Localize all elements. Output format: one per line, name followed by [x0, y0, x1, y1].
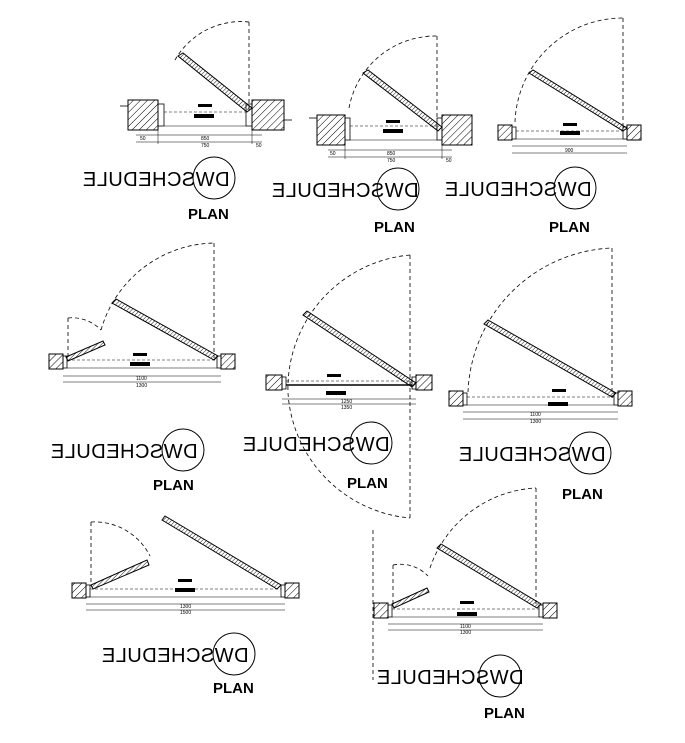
plan-label: PLAN	[374, 219, 415, 236]
wall-left	[265, 374, 283, 391]
watermark-text: DWSCHEDULE	[444, 179, 591, 201]
svg-text:1300: 1300	[180, 604, 191, 610]
wall-right	[284, 582, 300, 599]
watermark-circle	[349, 421, 393, 465]
door-tag	[563, 123, 577, 126]
plan-label: PLAN	[484, 705, 525, 722]
door-plan-5: 1250 1350 DWSCHEDULE PLAN	[242, 254, 433, 519]
watermark-circle	[478, 654, 522, 698]
svg-text:1100: 1100	[136, 376, 147, 382]
wall-left	[71, 582, 87, 599]
watermark-text: DWSCHEDULE	[242, 434, 389, 456]
watermark-circle	[161, 428, 205, 472]
watermark-circle	[212, 632, 256, 676]
door-tag	[327, 374, 341, 377]
svg-text:850: 850	[387, 151, 396, 157]
plan-label: PLAN	[347, 475, 388, 492]
svg-text:1100: 1100	[530, 412, 541, 418]
door-tag	[198, 104, 212, 107]
svg-text:1350: 1350	[341, 405, 352, 411]
svg-text:1300: 1300	[530, 419, 541, 425]
svg-text:850: 850	[201, 136, 210, 142]
wall-right	[251, 99, 285, 131]
wall-left	[373, 602, 389, 619]
wall-left	[448, 390, 464, 407]
door-leaf-small	[391, 587, 430, 609]
plan-label: PLAN	[549, 219, 590, 236]
watermark-text: DWSCHEDULE	[50, 441, 197, 463]
door-tag	[460, 601, 474, 604]
door-leaf-small	[90, 559, 150, 590]
svg-text:900: 900	[565, 148, 574, 154]
wall-left	[48, 353, 64, 370]
watermark-text: DWSCHEDULE	[82, 169, 229, 191]
wall-right	[220, 353, 236, 370]
swing-arc	[467, 247, 613, 393]
door-plan-8: 1100 1300 DWSCHEDULE PLAN	[372, 487, 558, 722]
plan-label: PLAN	[562, 486, 603, 503]
svg-text:1500: 1500	[180, 610, 191, 616]
svg-text:1300: 1300	[460, 630, 471, 636]
svg-text:1300: 1300	[136, 383, 147, 389]
swing-arc-curve	[287, 254, 411, 519]
door-leaf	[177, 52, 253, 113]
svg-text:50: 50	[446, 158, 452, 164]
watermark-text: DWSCHEDULE	[271, 180, 418, 202]
svg-text:50: 50	[140, 136, 146, 142]
watermark-circle	[192, 156, 236, 200]
door-leaf	[302, 310, 417, 388]
door-leaf-large	[436, 543, 542, 609]
door-leaf-small	[65, 340, 106, 362]
wall-right	[626, 124, 642, 141]
door-leaf	[483, 319, 617, 398]
swing-arc-large	[429, 487, 537, 569]
watermark-text: DWSCHEDULE	[376, 667, 523, 689]
swing-arc-large	[100, 242, 215, 331]
watermark-text: DWSCHEDULE	[101, 645, 248, 667]
swing-arc-small	[392, 563, 429, 577]
door-plan-1: 50 850 750 50 DWSCHEDULE PLAN	[82, 21, 292, 223]
door-leaf-large	[161, 515, 282, 590]
door-plan-6: 1100 1300 DWSCHEDULE PLAN	[448, 247, 633, 503]
svg-text:50: 50	[330, 151, 336, 157]
swing-arc-small	[67, 317, 102, 331]
wall-left	[316, 114, 346, 146]
wall-left	[127, 99, 159, 131]
svg-text:1250: 1250	[341, 399, 352, 405]
svg-text:750: 750	[387, 158, 396, 164]
door-tag	[178, 579, 192, 582]
wall-right	[415, 374, 433, 391]
door-plan-3: 900 DWSCHEDULE PLAN	[444, 17, 642, 236]
door-plan-4: 1100 1300 DWSCHEDULE PLAN	[48, 242, 236, 494]
door-leaf	[362, 69, 443, 132]
watermark-circle	[553, 166, 597, 210]
door-plan-7: 1300 1500 DWSCHEDULE PLAN	[71, 515, 300, 697]
swing-arc	[514, 17, 624, 123]
plan-label: PLAN	[213, 680, 254, 697]
svg-text:1100: 1100	[460, 624, 471, 630]
watermark-circle	[376, 167, 420, 211]
swing-arc	[174, 21, 250, 61]
door-tag	[552, 389, 566, 392]
door-leaf-large	[111, 298, 219, 361]
wall-right	[441, 114, 473, 146]
watermark-circle	[568, 431, 612, 475]
door-tag	[133, 353, 147, 356]
wall-right	[617, 390, 633, 407]
watermark-text: DWSCHEDULE	[458, 444, 605, 466]
wall-left	[497, 124, 513, 141]
plan-label: PLAN	[188, 206, 229, 223]
door-plan-2: 50 850 750 50 DWSCHEDULE PLAN	[271, 35, 473, 236]
door-tag	[386, 120, 400, 123]
svg-text:50: 50	[256, 143, 262, 149]
swing-arc-small	[90, 521, 151, 557]
svg-text:750: 750	[201, 143, 210, 149]
swing-arc	[348, 35, 438, 109]
wall-right	[542, 602, 558, 619]
door-leaf	[528, 69, 628, 132]
plan-label: PLAN	[153, 477, 194, 494]
